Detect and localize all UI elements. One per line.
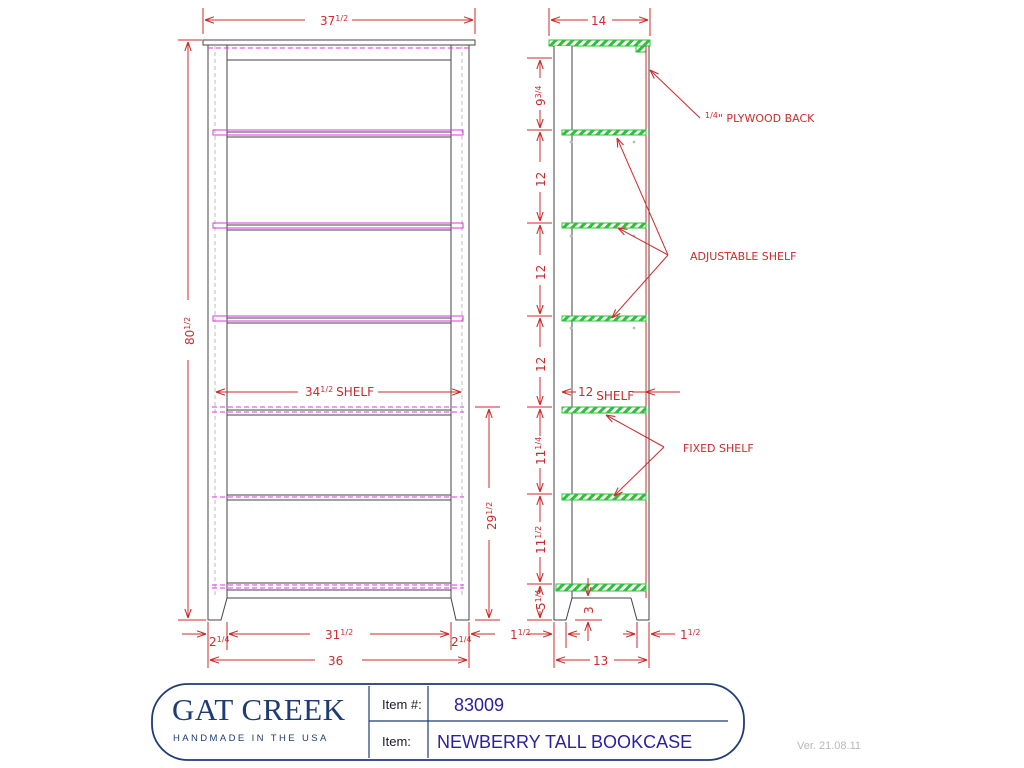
front-fixed-shelf-1 (212, 406, 464, 416)
side-bottom-shelf (555, 583, 647, 592)
title-block: GAT CREEK HANDMADE IN THE USA Item #: 83… (151, 683, 745, 761)
dim-kick-height: 3 (582, 606, 596, 614)
dim-overall-width: 371/2 (320, 14, 348, 28)
side-adjustable-shelf-1 (561, 129, 647, 136)
front-right-side (450, 44, 470, 621)
dim-spacing-1: 93/4 (534, 85, 548, 106)
front-dimensions (178, 8, 500, 668)
side-back-edge (630, 46, 650, 621)
dim-spacing-6: 111/2 (534, 526, 548, 554)
side-front-edge (553, 46, 573, 621)
side-view (548, 39, 651, 621)
dim-overall-height: 801/2 (183, 317, 197, 345)
side-top-board (548, 39, 651, 47)
front-left-side (207, 44, 228, 621)
side-fixed-shelf-2 (561, 493, 647, 501)
dim-depth-top: 14 (591, 14, 606, 28)
front-shelf-3 (212, 315, 464, 324)
front-shelf-1 (212, 129, 464, 138)
side-fixed-shelf-1 (561, 406, 647, 414)
dim-spacing-3: 12 (534, 265, 548, 280)
dim-right-offset: 11/2 (680, 628, 701, 642)
dim-lower-height: 291/2 (485, 502, 499, 530)
dim-base-width: 36 (328, 654, 343, 668)
item-number-label: Item #: (382, 697, 422, 712)
callout-leaders (606, 70, 701, 496)
dim-spacing-7: 51/4 (534, 589, 548, 610)
front-top-board (202, 39, 476, 46)
front-shelf-2 (212, 222, 464, 231)
dim-side-left: 21/4 (209, 635, 230, 649)
dim-left-offset: 11/2 (510, 628, 531, 642)
callout-plywood-back: 1/4" PLYWOOD BACK (705, 111, 815, 125)
front-fixed-shelf-2 (212, 494, 464, 501)
dim-spacing-4: 12 (534, 357, 548, 372)
callout-fixed-shelf: FIXED SHELF (683, 442, 754, 455)
dim-spacing-5: 111/4 (534, 437, 548, 465)
item-name-label: Item: (382, 734, 411, 749)
dim-spacing-2: 12 (534, 172, 548, 187)
front-bottom-shelf (212, 582, 464, 599)
side-adjustable-shelf-3 (561, 315, 647, 322)
dim-side-right: 21/4 (451, 635, 472, 649)
dim-inner-width: 311/2 (325, 628, 353, 642)
brand-tagline: HANDMADE IN THE USA (173, 733, 329, 744)
front-view (202, 39, 476, 621)
version-label: Ver. 21.08.11 (797, 740, 861, 752)
side-adjustable-shelf-2 (561, 222, 647, 229)
item-number-value: 83009 (454, 695, 504, 715)
side-dimensions (527, 8, 680, 668)
brand-logo-text: GAT CREEK (172, 692, 346, 727)
dim-base-depth: 13 (593, 654, 608, 668)
item-name-value: NEWBERRY TALL BOOKCASE (437, 732, 692, 752)
callout-adjustable-shelf: ADJUSTABLE SHELF (690, 250, 796, 263)
